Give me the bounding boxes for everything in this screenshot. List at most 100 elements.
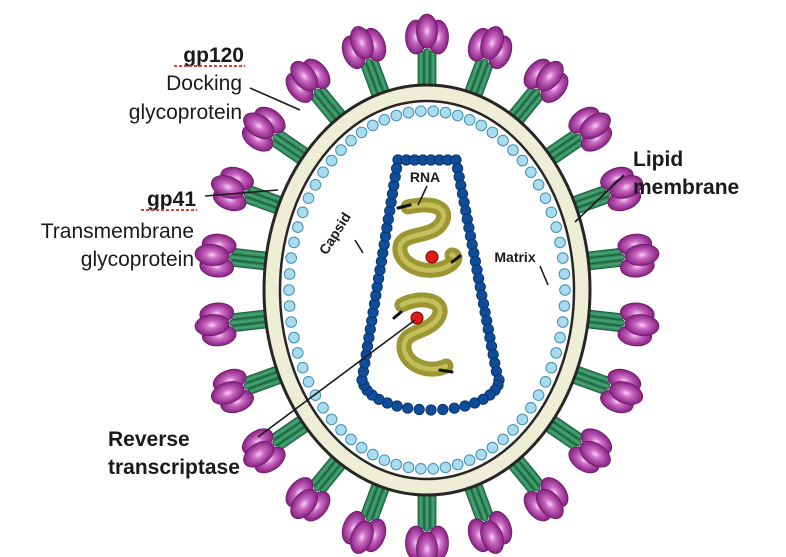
gp120-lobe bbox=[480, 520, 505, 554]
matrix-bead bbox=[335, 144, 347, 156]
label-lipid-1: Lipid bbox=[633, 148, 683, 171]
envelope-spike bbox=[341, 476, 392, 554]
matrix-bead bbox=[335, 424, 347, 436]
matrix-bead bbox=[550, 347, 563, 359]
matrix-bead bbox=[345, 134, 357, 147]
matrix-bead bbox=[367, 448, 379, 461]
leader-gp41 bbox=[204, 189, 279, 197]
envelope-spike bbox=[579, 302, 660, 347]
gp120-lobe bbox=[579, 112, 611, 140]
matrix-bead bbox=[539, 192, 552, 204]
gp120-lobe bbox=[416, 531, 438, 557]
matrix-bead bbox=[355, 126, 368, 139]
matrix-bead bbox=[439, 106, 452, 119]
matrix-bead bbox=[554, 331, 566, 344]
matrix-bead bbox=[378, 454, 391, 467]
matrix-bead bbox=[463, 454, 476, 467]
envelope-spike bbox=[405, 486, 449, 557]
matrix-bead bbox=[463, 114, 476, 126]
rna-strands bbox=[392, 197, 463, 377]
capsid-bead bbox=[413, 403, 425, 416]
label-gp41-desc1: Transmembrane bbox=[41, 220, 194, 243]
matrix-bead bbox=[355, 441, 368, 454]
envelope-spike bbox=[504, 58, 569, 130]
gp120-lobe bbox=[624, 314, 660, 337]
matrix-bead bbox=[292, 221, 304, 233]
label-transcriptase: transcriptase bbox=[108, 456, 240, 479]
matrix-bead bbox=[390, 109, 403, 122]
matrix-bead bbox=[516, 413, 529, 426]
matrix-bead bbox=[439, 461, 452, 474]
leader-reverse-transcriptase bbox=[257, 319, 416, 438]
envelope-spike bbox=[341, 26, 392, 104]
gp120-lobe bbox=[535, 60, 564, 92]
gp120-lobe bbox=[243, 440, 275, 468]
matrix-bead bbox=[288, 236, 300, 249]
matrix-bead bbox=[525, 402, 537, 414]
matrix-bead bbox=[545, 361, 558, 374]
capsid-bead bbox=[390, 162, 403, 175]
matrix-bead bbox=[345, 433, 357, 446]
envelope-spike bbox=[241, 412, 315, 474]
matrix-bead bbox=[497, 134, 509, 147]
envelope-spike bbox=[462, 26, 513, 104]
gp120-lobe bbox=[416, 13, 438, 49]
capsid-bead bbox=[437, 403, 449, 416]
gp120-lobe bbox=[535, 488, 564, 520]
gp120-lobe bbox=[349, 520, 374, 554]
envelope-spike bbox=[539, 412, 613, 474]
matrix-bead bbox=[545, 206, 558, 219]
gp120-lobe bbox=[579, 440, 611, 468]
matrix-bead bbox=[367, 119, 379, 132]
matrix-bead bbox=[486, 441, 499, 454]
envelope-spike bbox=[210, 363, 289, 414]
rna-strand-lower-dots bbox=[399, 297, 449, 372]
matrix-bead bbox=[427, 463, 440, 475]
capsid-bead bbox=[425, 404, 437, 416]
matrix-bead bbox=[415, 463, 427, 475]
envelope-spike bbox=[405, 13, 449, 94]
rna-tag bbox=[392, 310, 403, 320]
gp120-lobe bbox=[624, 243, 660, 266]
matrix-bead bbox=[451, 109, 464, 122]
matrix-bead bbox=[302, 192, 315, 204]
matrix-bead bbox=[451, 458, 464, 471]
matrix-bead bbox=[288, 331, 300, 344]
leader-gp120 bbox=[249, 87, 301, 111]
envelope-spike bbox=[579, 233, 660, 278]
envelope-spike bbox=[285, 58, 350, 130]
gp120-lobe bbox=[290, 488, 319, 520]
envelope-spike bbox=[241, 106, 315, 168]
matrix-bead bbox=[539, 376, 552, 388]
matrix-bead bbox=[557, 252, 569, 264]
matrix-bead bbox=[559, 284, 571, 296]
gp120-lobe bbox=[194, 314, 230, 337]
matrix-bead bbox=[378, 114, 391, 126]
label-gp120: gp120 bbox=[183, 44, 244, 67]
capsid-bead bbox=[391, 400, 403, 412]
gp120-lobe bbox=[349, 26, 374, 60]
label-gp120-desc1: Docking bbox=[166, 72, 242, 95]
matrix-bead bbox=[532, 389, 545, 402]
envelope-spike bbox=[565, 363, 644, 414]
label-gp120-desc2: glycoprotein bbox=[129, 101, 242, 124]
gp120-lobe bbox=[194, 243, 230, 266]
rna-tag bbox=[450, 254, 462, 264]
leader-capsid bbox=[354, 239, 364, 254]
label-lipid-2: membrane bbox=[633, 176, 739, 199]
matrix-bead bbox=[507, 144, 519, 156]
matrix-bead bbox=[402, 106, 415, 119]
label-gp41-desc2: glycoprotein bbox=[81, 248, 194, 271]
leader-lipid bbox=[574, 174, 625, 223]
matrix-bead bbox=[558, 300, 571, 312]
matrix-bead bbox=[554, 236, 566, 249]
matrix-bead bbox=[550, 221, 563, 233]
matrix-bead bbox=[516, 154, 529, 167]
label-reverse: Reverse bbox=[108, 428, 190, 451]
label-gp41: gp41 bbox=[147, 188, 196, 211]
matrix-bead bbox=[532, 179, 545, 191]
gp120-lobe bbox=[609, 381, 644, 405]
matrix-bead bbox=[525, 166, 537, 178]
matrix-bead bbox=[325, 413, 338, 426]
matrix-bead bbox=[402, 461, 415, 474]
